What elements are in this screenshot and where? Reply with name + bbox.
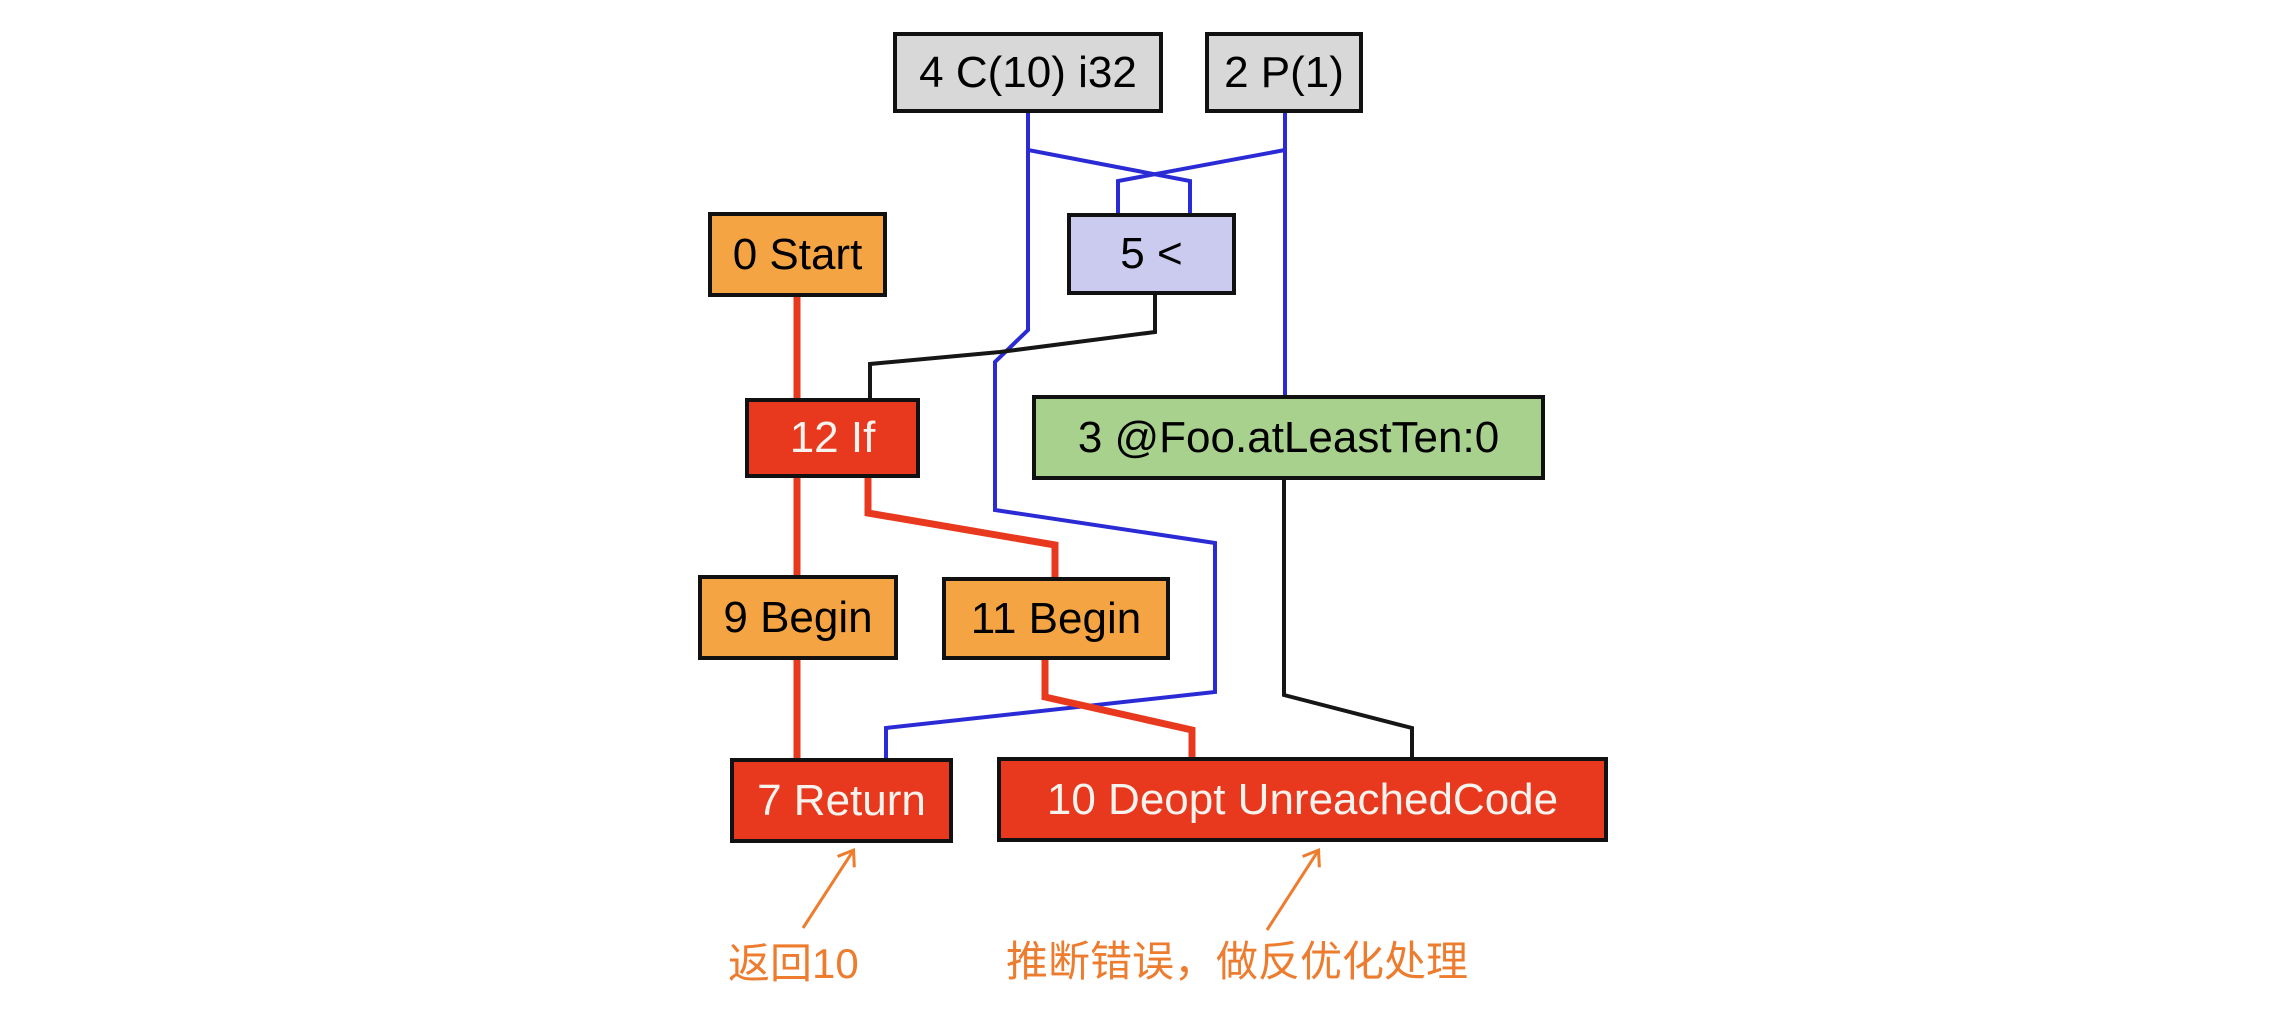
node-0-start: 0 Start [708,212,887,297]
return-note-arrow [801,847,856,929]
node-10-deopt: 10 Deopt UnreachedCode [997,757,1608,842]
edge-p1-to-less [1116,113,1287,214]
edge-framestate-to-deopt [1282,479,1414,759]
edge-c10-to-return [884,113,1217,760]
edge-if-to-begin11 [864,477,1059,579]
node-11-begin: 11 Begin [942,577,1170,660]
annotation-return-note: 返回10 [728,940,859,987]
annotation-deopt-note: 推断错误，做反优化处理 [1006,938,1469,985]
node-4-constant-10: 4 C(10) i32 [893,32,1163,113]
node-9-begin: 9 Begin [698,575,898,660]
edge-less-to-if [868,295,1157,400]
edge-begin11-to-deopt [1041,659,1196,759]
node-5-less-than: 5 < [1067,213,1236,295]
node-2-parameter-1: 2 P(1) [1205,32,1363,113]
node-7-return: 7 Return [730,758,953,843]
edge-c10-to-less [1026,113,1192,214]
node-3-framestate: 3 @Foo.atLeastTen:0 [1032,395,1545,480]
deopt-note-arrow [1265,847,1321,931]
node-12-if: 12 If [745,398,920,478]
